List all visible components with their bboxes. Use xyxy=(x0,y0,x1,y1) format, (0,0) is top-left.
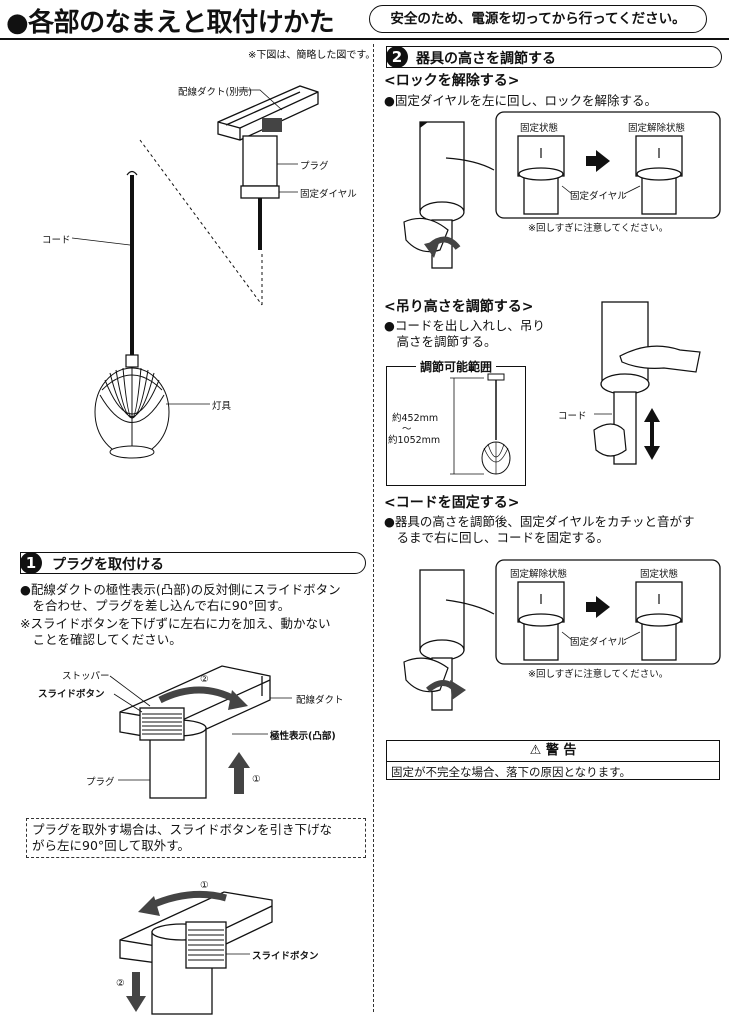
height-text1: ●コードを出し入れし、吊り xyxy=(384,318,545,333)
label-plug: プラグ xyxy=(300,161,329,172)
label-polarity: 極性表示(凸部) xyxy=(270,731,336,742)
fix-state-unlocked: 固定解除状態 xyxy=(510,569,568,580)
remove-diagram xyxy=(119,890,273,1015)
step1-diagram xyxy=(109,665,292,799)
fix-diagram xyxy=(403,559,721,711)
fix-heading: <コードを固定する> xyxy=(384,495,520,511)
fix-text1: ●器具の高さを調節後、固定ダイヤルをカチッと音がす xyxy=(384,514,695,529)
label-lamp: 灯具 xyxy=(212,401,232,412)
range-title: 調節可能範囲 xyxy=(416,358,497,375)
fix-state-locked: 固定状態 xyxy=(640,569,679,580)
unlock-text: ●固定ダイヤルを左に回し、ロックを解除する。 xyxy=(384,93,658,108)
step1-number: 1 xyxy=(20,552,42,574)
fix-text2: るまで右に回し、コードを固定する。 xyxy=(384,530,610,545)
remove-note-box xyxy=(26,818,366,858)
fix-caution: ※回しすぎに注意してください。 xyxy=(528,669,669,680)
label-cord: コード xyxy=(42,235,71,246)
warning-text: 固定が不完全な場合、落下の原因となります。 xyxy=(391,765,632,779)
height-heading: <吊り高さを調節する> xyxy=(384,299,534,315)
step1-text1b: を合わせ、プラグを差し込んで右に90°回す。 xyxy=(20,598,291,613)
fix-dial-label: 固定ダイヤル xyxy=(570,637,627,648)
header-rule xyxy=(0,38,729,40)
label-duct: 配線ダクト(別売) xyxy=(178,87,252,98)
range-min: 約452mm xyxy=(392,413,439,424)
remove-text2: がら左に90°回して取外す。 xyxy=(32,838,191,853)
unlock-state-unlocked: 固定解除状態 xyxy=(628,123,686,134)
step2-title: 器具の高さを調節する xyxy=(416,51,556,67)
height-diagram xyxy=(450,301,701,475)
step1-text1a: ●配線ダクトの極性表示(凸部)の反対側にスライドボタン xyxy=(20,582,341,597)
label-stopper: ストッパー xyxy=(62,671,110,682)
label-duct-step1: 配線ダクト xyxy=(296,695,344,706)
remove-text1: プラグを取外す場合は、スライドボタンを引き下げな xyxy=(32,822,333,837)
label-dial: 固定ダイヤル xyxy=(300,189,357,200)
range-max: 約1052mm xyxy=(388,435,441,446)
unlock-heading: <ロックを解除する> xyxy=(384,73,520,89)
label-step-a: ② xyxy=(200,674,209,685)
step1-text2b: ことを確認してください。 xyxy=(20,632,182,647)
parts-diagram xyxy=(71,85,319,459)
label-plug-step1: プラグ xyxy=(86,777,115,788)
height-text2: 高さを調節する。 xyxy=(384,334,497,349)
height-cord-label: コード xyxy=(558,411,587,422)
diagram-note: ※下図は、簡略した図です。 xyxy=(248,50,376,61)
unlock-dial-label: 固定ダイヤル xyxy=(570,191,627,202)
step1-text2a: ※スライドボタンを下げずに左右に力を加え、動かない xyxy=(20,616,331,631)
range-tilde: 〜 xyxy=(402,424,412,435)
step1-title: プラグを取付ける xyxy=(52,557,164,573)
warning-box: ⚠ 警 告 固定が不完全な場合、落下の原因となります。 xyxy=(386,740,720,780)
label-step-b: ① xyxy=(252,774,261,785)
remove-label-slide: スライドボタン xyxy=(252,951,319,962)
unlock-diagram xyxy=(403,111,721,269)
warning-title: ⚠ 警 告 xyxy=(387,741,719,762)
remove-step-b: ② xyxy=(116,978,125,989)
column-divider xyxy=(373,44,374,1012)
label-slide-button: スライドボタン xyxy=(38,689,105,700)
safety-notice: 安全のため、電源を切ってから行ってください。 xyxy=(369,5,707,33)
remove-step-a: ① xyxy=(200,880,209,891)
step2-number: 2 xyxy=(386,46,408,68)
unlock-caution: ※回しすぎに注意してください。 xyxy=(528,223,669,234)
unlock-state-locked: 固定状態 xyxy=(520,123,559,134)
page-title: ●各部のなまえと取付けかた xyxy=(6,8,335,38)
